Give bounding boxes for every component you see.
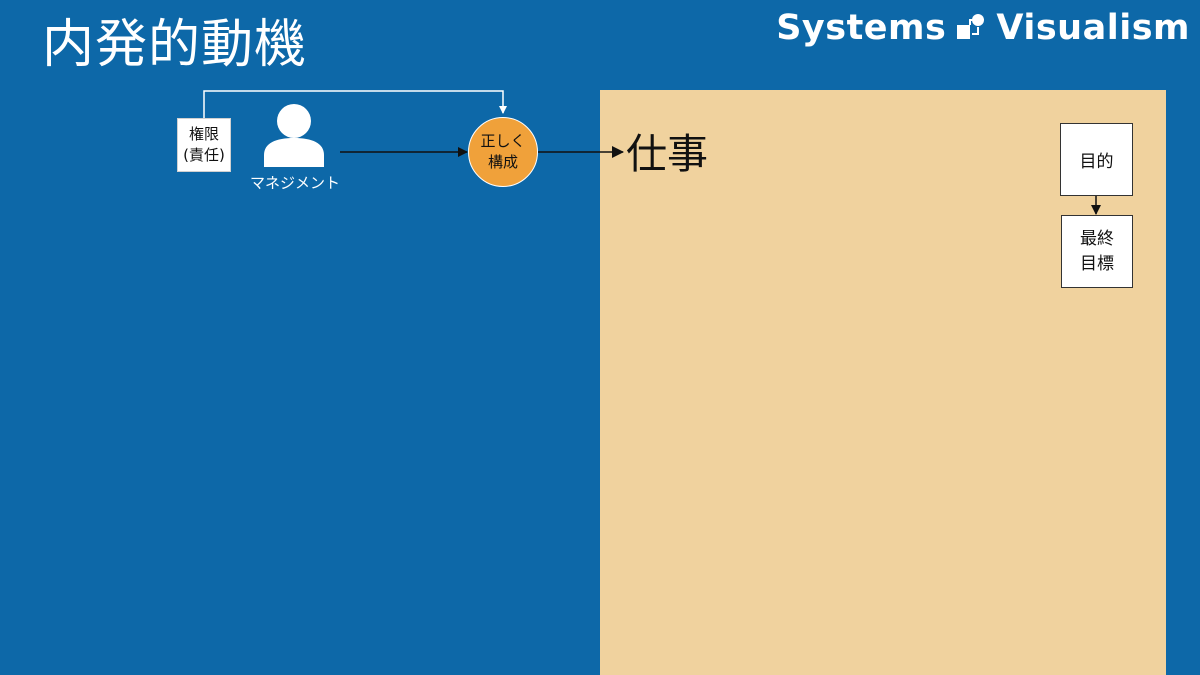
final-goal-line-2: 目標 bbox=[1080, 253, 1114, 274]
brand-word-visualism: Visualism bbox=[996, 8, 1190, 48]
responsibility-label: (責任) bbox=[183, 146, 225, 164]
brand-word-systems: Systems bbox=[776, 8, 947, 48]
manager-label: マネジメント bbox=[249, 174, 340, 192]
compose-correctly-circle: 正しく 構成 bbox=[468, 117, 538, 187]
final-goal-line-1: 最終 bbox=[1080, 228, 1114, 249]
purpose-label: 目的 bbox=[1079, 152, 1114, 172]
authority-responsibility-box: 権限 (責任) bbox=[177, 118, 231, 172]
authority-to-compose-connector bbox=[203, 90, 507, 118]
slide-title: 内発的動機 bbox=[42, 15, 308, 75]
compose-line-1: 正しく bbox=[480, 132, 526, 150]
compose-line-2: 構成 bbox=[487, 153, 518, 171]
purpose-box: 目的 bbox=[1060, 123, 1133, 196]
authority-label: 権限 bbox=[188, 125, 219, 143]
final-goal-box: 最終 目標 bbox=[1061, 215, 1133, 288]
work-label: 仕事 bbox=[626, 130, 708, 178]
brand-logo-lockup: Systems Visualism bbox=[776, 6, 1190, 50]
person-icon bbox=[264, 104, 324, 167]
systems-visualism-logo-icon bbox=[957, 14, 985, 39]
